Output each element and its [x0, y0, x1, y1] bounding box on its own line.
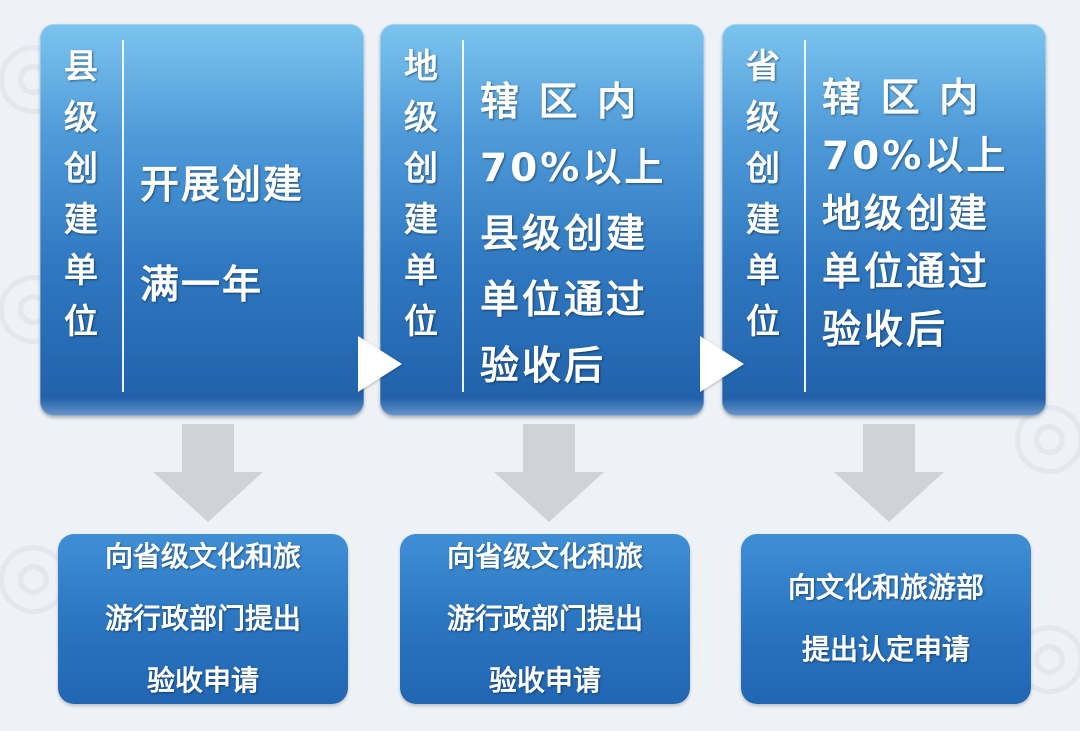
condition-line: 70%以上	[822, 134, 1009, 179]
title-char: 创	[404, 149, 438, 189]
stage-condition-county: 开展创建 满一年	[140, 164, 352, 308]
application-line: 游行政部门提出	[446, 602, 643, 635]
title-char: 地	[404, 47, 438, 87]
application-line: 提出认定申请	[801, 633, 970, 666]
title-char: 创	[64, 149, 98, 189]
title-char: 省	[746, 47, 780, 87]
application-line: 向省级文化和旅	[446, 540, 643, 573]
condition-line: 70%以上	[480, 146, 667, 191]
title-char: 单	[746, 251, 780, 291]
title-char: 位	[64, 302, 98, 342]
application-line: 游行政部门提出	[104, 602, 301, 635]
title-char: 建	[404, 200, 438, 240]
title-char: 位	[746, 302, 780, 342]
stage-condition-prefecture: 辖 区 内 70%以上 县级创建 单位通过 验收后	[480, 70, 692, 400]
card-divider	[122, 40, 124, 392]
arrow-down-icon	[153, 424, 263, 522]
application-line: 向文化和旅游部	[787, 571, 984, 604]
title-char: 单	[64, 251, 98, 291]
title-char: 建	[64, 200, 98, 240]
condition-line: 验收后	[822, 308, 949, 353]
card-divider	[804, 40, 806, 392]
condition-line: 地级创建	[822, 192, 991, 237]
condition-line: 验收后	[480, 344, 607, 389]
application-box-prefecture: 向省级文化和旅 游行政部门提出 验收申请	[400, 534, 690, 704]
stage-title-prefecture: 地 级 创 建 单 位	[380, 42, 462, 348]
stage-card-province: 省 级 创 建 单 位 辖 区 内 70%以上 地级创建 单位通过 验收后	[722, 24, 1046, 416]
application-box-county: 向省级文化和旅 游行政部门提出 验收申请	[58, 534, 348, 704]
title-char: 创	[746, 149, 780, 189]
stage-condition-province: 辖 区 内 70%以上 地级创建 单位通过 验收后	[822, 70, 1034, 360]
stage-title-county: 县 级 创 建 单 位	[40, 42, 122, 348]
condition-line: 辖 区 内	[822, 76, 982, 121]
title-char: 建	[746, 200, 780, 240]
title-char: 位	[404, 302, 438, 342]
application-line: 验收申请	[488, 664, 601, 697]
title-char: 级	[746, 98, 780, 138]
application-line: 验收申请	[146, 664, 259, 697]
arrow-down-icon	[834, 424, 944, 522]
title-char: 单	[404, 251, 438, 291]
arrow-down-icon	[494, 424, 604, 522]
chevron-right-icon	[700, 336, 744, 392]
condition-line: 开展创建	[140, 163, 305, 208]
application-box-province: 向文化和旅游部 提出认定申请	[741, 534, 1031, 704]
condition-line: 单位通过	[480, 278, 649, 323]
title-char: 县	[64, 47, 98, 87]
condition-line: 辖 区 内	[480, 80, 640, 125]
title-char: 级	[64, 98, 98, 138]
condition-line: 县级创建	[480, 212, 649, 257]
stage-card-prefecture: 地 级 创 建 单 位 辖 区 内 70%以上 县级创建 单位通过 验收后	[380, 24, 704, 416]
application-line: 向省级文化和旅	[104, 540, 301, 573]
chevron-right-icon	[358, 336, 402, 392]
condition-line: 满一年	[140, 263, 264, 308]
condition-line: 单位通过	[822, 250, 991, 295]
card-divider	[462, 40, 464, 392]
stage-card-county: 县 级 创 建 单 位 开展创建 满一年	[40, 24, 364, 416]
title-char: 级	[404, 98, 438, 138]
stage-title-province: 省 级 创 建 单 位	[722, 42, 804, 348]
